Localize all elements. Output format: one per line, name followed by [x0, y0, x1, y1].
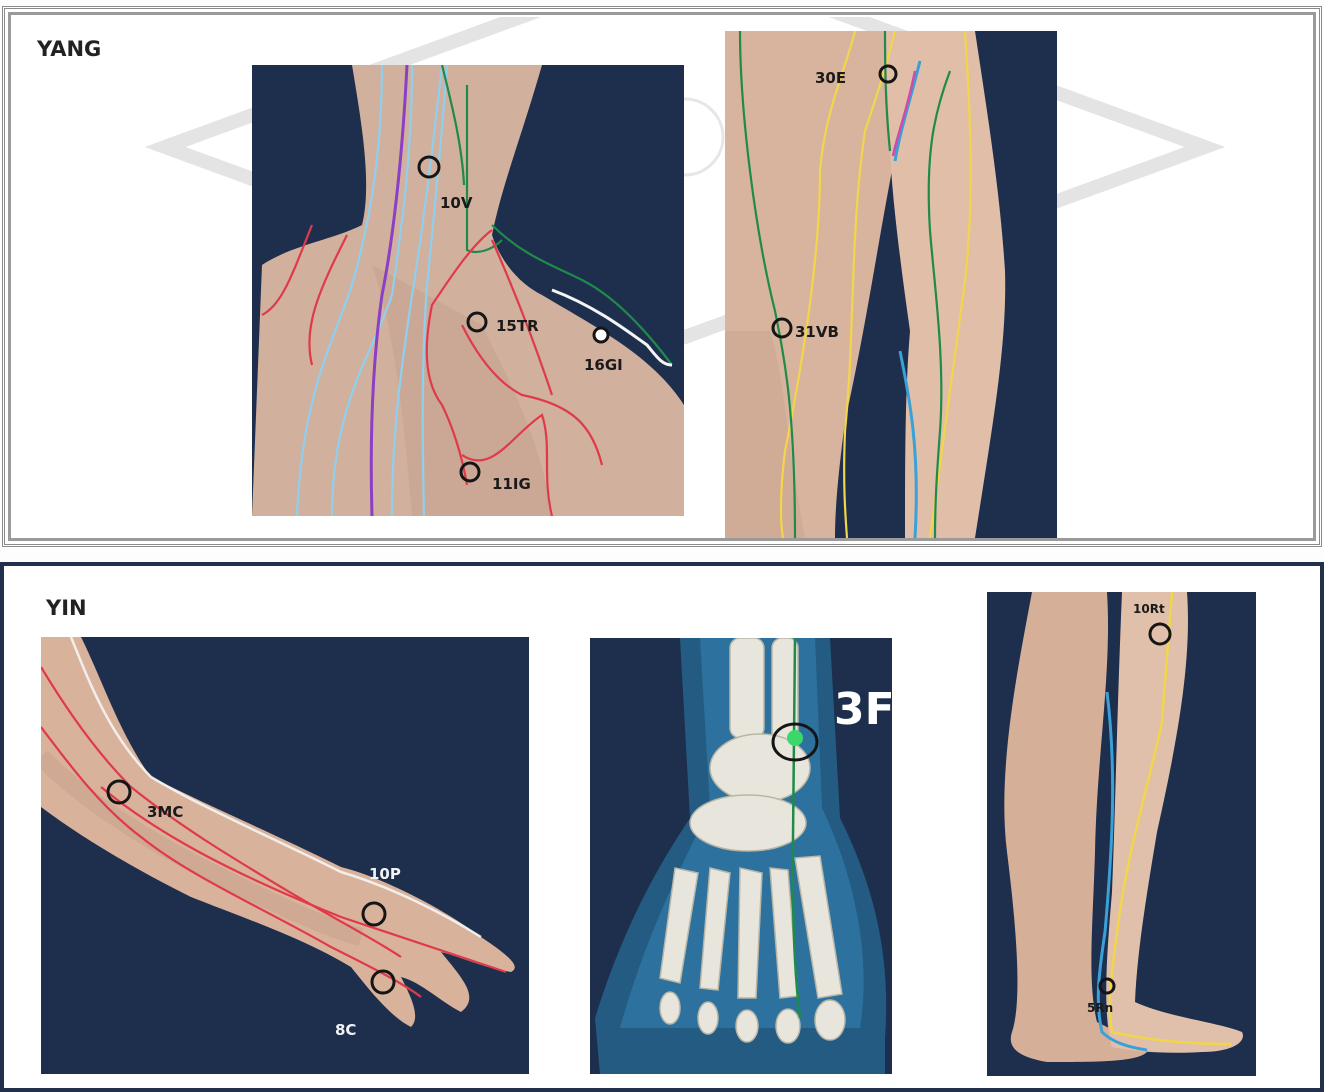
- neck-shoulder-image: 10V 15TR 16GI 11IG: [252, 65, 684, 516]
- label-10p: 10P: [369, 865, 401, 883]
- label-10v: 10V: [440, 194, 473, 212]
- yang-section: YANG: [2, 6, 1322, 547]
- label-3mc: 3MC: [147, 803, 183, 821]
- label-11ig: 11IG: [492, 475, 531, 493]
- label-30e: 30E: [815, 69, 846, 87]
- foot-skeleton-image: 3F: [590, 638, 892, 1074]
- point-16gi-marker: [594, 328, 608, 342]
- label-31vb: 31VB: [795, 323, 839, 341]
- yang-title: YANG: [37, 37, 101, 61]
- yin-title: YIN: [46, 596, 87, 620]
- label-10rt: 10Rt: [1133, 602, 1165, 616]
- forearm-hand-image: 3MC 10P 8C: [41, 637, 529, 1074]
- label-8c: 8C: [335, 1021, 356, 1039]
- lower-legs-image: 10Rt 5Rn: [987, 592, 1256, 1076]
- label-5rn: 5Rn: [1087, 1001, 1113, 1015]
- yin-section: YIN 3MC 10P 8C: [0, 562, 1324, 1092]
- legs-front-image: 30E 31VB: [725, 31, 1057, 538]
- label-16gi: 16GI: [584, 356, 623, 374]
- label-3f: 3F: [834, 684, 892, 735]
- label-15tr: 15TR: [496, 317, 539, 335]
